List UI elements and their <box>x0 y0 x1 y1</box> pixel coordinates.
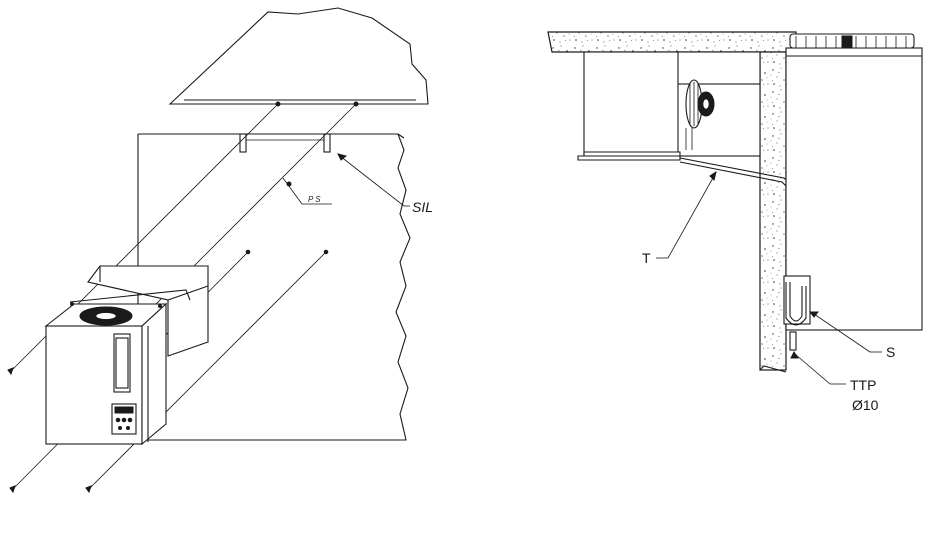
left-exploded-view: P S SIL <box>7 7 433 494</box>
fan-icon <box>685 79 715 150</box>
wall-bracket-right <box>323 133 331 153</box>
ceiling-concrete <box>547 31 797 53</box>
ps-pointer: P S <box>282 177 332 205</box>
ceiling-slab <box>168 7 429 105</box>
wall-panel <box>138 133 411 441</box>
ttp-diameter-label: Ø10 <box>852 397 879 413</box>
ps-label: P S <box>308 195 321 204</box>
s-label: S <box>886 344 895 360</box>
sil-leader: SIL <box>337 153 433 215</box>
condensing-unit <box>44 265 209 446</box>
ttp-label: TTP <box>850 377 876 393</box>
sil-label: SIL <box>412 199 433 215</box>
s-leader: S <box>808 311 895 360</box>
t-label: T <box>642 250 651 266</box>
ttp-leader: TTP Ø10 <box>789 331 879 413</box>
fan-grille <box>789 33 915 49</box>
wall-concrete <box>759 51 787 371</box>
t-leader: T <box>642 170 717 266</box>
siphon <box>783 275 811 326</box>
wall-bracket-left <box>239 133 247 153</box>
right-section-view: T S TTP Ø10 <box>547 31 923 413</box>
